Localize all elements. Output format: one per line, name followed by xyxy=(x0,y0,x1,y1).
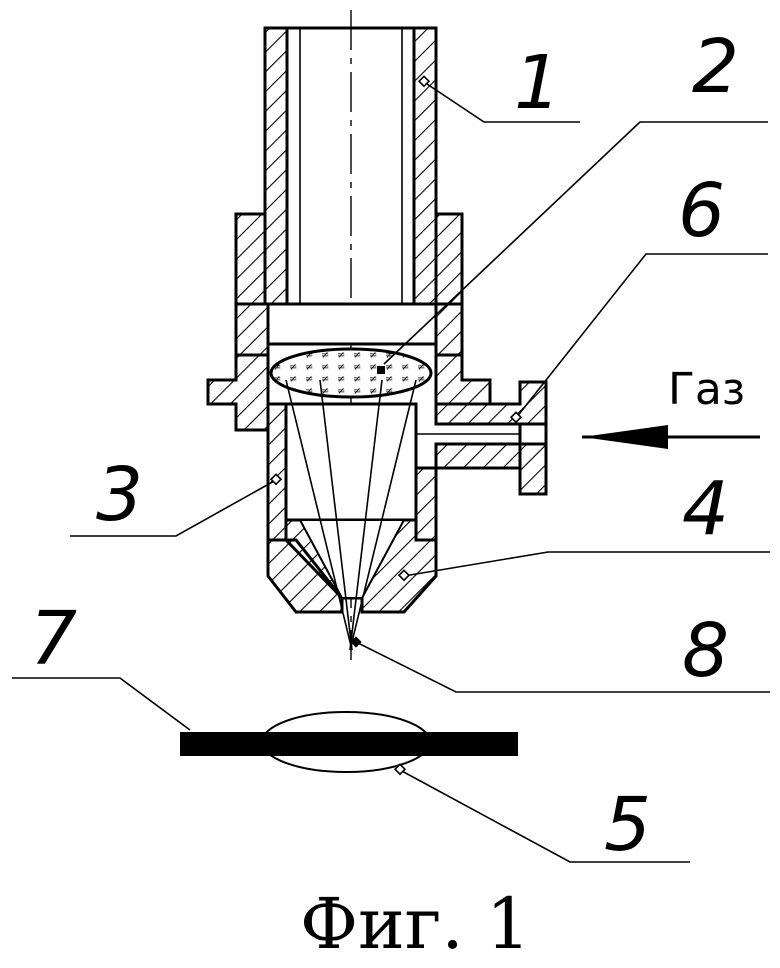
callout-7: 7 xyxy=(30,596,77,682)
callout-4: 4 xyxy=(682,466,729,552)
upper-tube xyxy=(263,26,438,306)
gas-inlet-pipe xyxy=(410,380,548,496)
cut-zone xyxy=(261,711,431,773)
gas-label: Газ xyxy=(668,364,745,415)
workpiece xyxy=(180,732,518,756)
callout-8: 8 xyxy=(682,608,729,694)
housing-upper xyxy=(234,212,464,357)
focusing-lens xyxy=(269,347,433,399)
lens-marker xyxy=(377,366,385,374)
callout-5: 5 xyxy=(604,782,651,868)
callout-2: 2 xyxy=(692,24,739,110)
callout-markers xyxy=(269,75,523,776)
laser-beam xyxy=(285,379,417,651)
figure-caption: Фиг. 1 xyxy=(300,883,530,965)
leader-lines xyxy=(12,81,770,863)
callout-3: 3 xyxy=(96,452,143,538)
callout-6: 6 xyxy=(678,168,725,254)
callout-1: 1 xyxy=(514,40,561,126)
gas-flow-arrow xyxy=(582,425,760,449)
